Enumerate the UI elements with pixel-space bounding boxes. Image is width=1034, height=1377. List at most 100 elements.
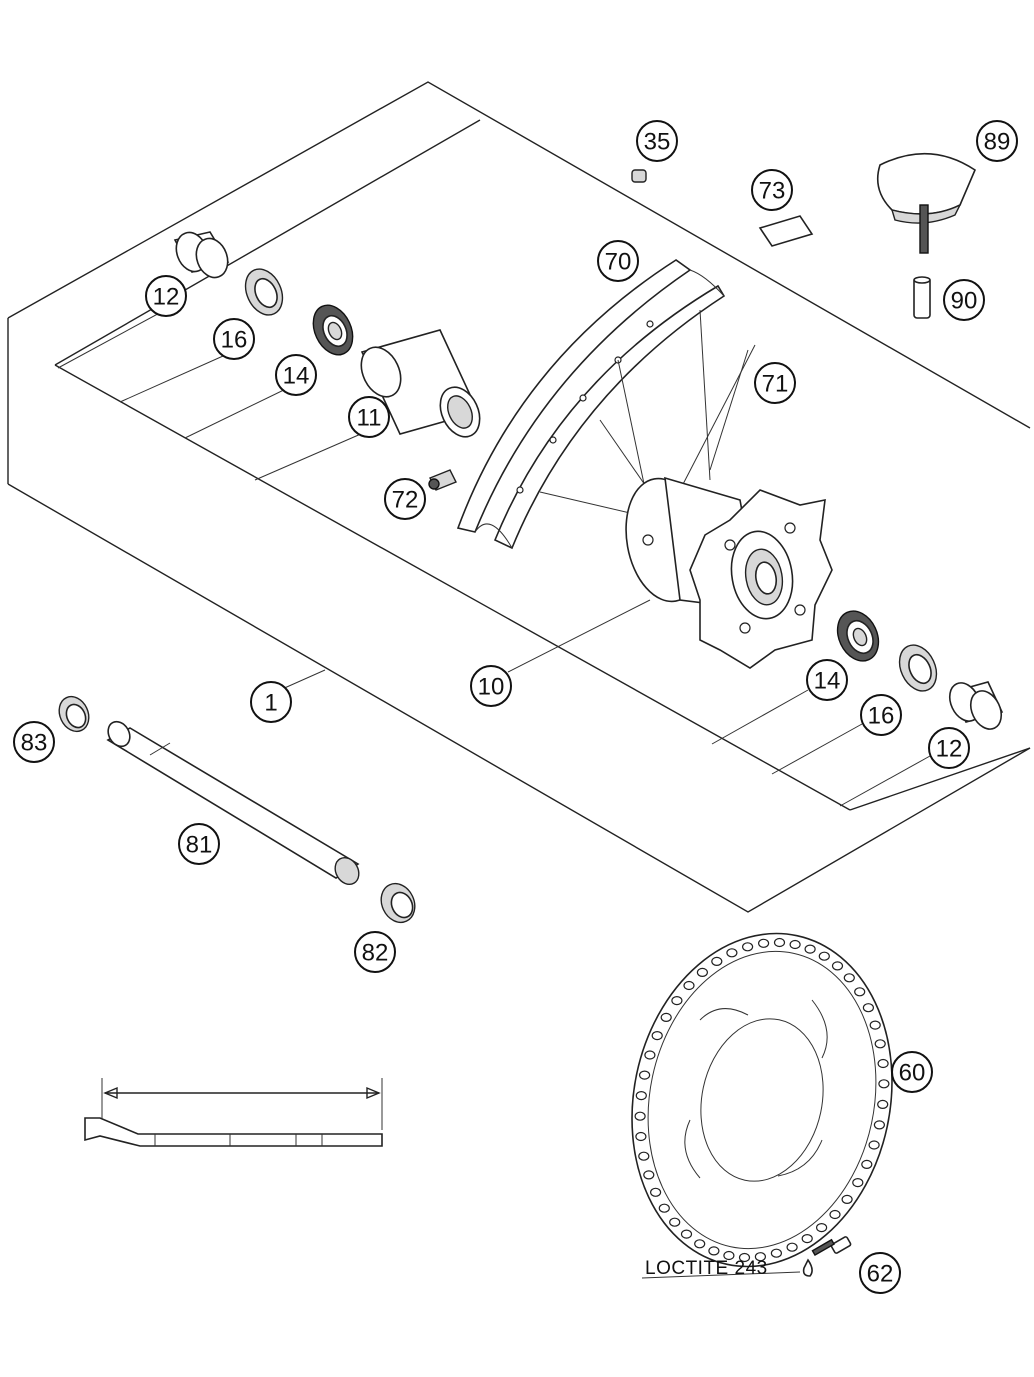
threadlocker-label: LOCTITE 243	[645, 1258, 768, 1279]
callout-circle	[636, 120, 678, 162]
callout-circle	[470, 665, 512, 707]
callout-number: 35	[644, 129, 671, 156]
callout-circle	[178, 823, 220, 865]
disc-hole	[634, 1111, 646, 1121]
callout-11: 11	[348, 396, 390, 438]
callout-circle	[13, 721, 55, 763]
callout-72: 72	[384, 478, 426, 520]
callout-circle	[348, 396, 390, 438]
rim-70	[456, 259, 726, 550]
callout-circle	[597, 240, 639, 282]
callout-circle	[891, 1051, 933, 1093]
disc-hole	[757, 938, 770, 948]
disc-hole	[671, 995, 683, 1006]
disc-hole	[680, 1229, 693, 1239]
callout-73: 73	[751, 169, 793, 211]
disc-hole	[658, 1203, 670, 1213]
threadlocker-drop	[802, 1258, 813, 1277]
rim-lock-89	[876, 152, 976, 254]
callout-circle	[754, 362, 796, 404]
callout-number: 89	[984, 129, 1011, 156]
disc-hole	[874, 1039, 886, 1049]
disc-hole	[868, 1140, 880, 1150]
seal-16-right	[898, 644, 938, 692]
callout-71: 71	[754, 362, 796, 404]
callout-16: 16	[213, 318, 255, 360]
callout-number: 12	[153, 284, 180, 311]
disc-hole	[669, 1217, 681, 1227]
disc-hole	[635, 1090, 647, 1101]
disc-hole	[873, 1120, 886, 1130]
disc-hole	[738, 1252, 751, 1263]
callout-35: 35	[636, 120, 678, 162]
callout-circle	[384, 478, 426, 520]
callout-number: 16	[221, 327, 248, 354]
callout-number: 62	[867, 1261, 894, 1288]
callout-number: 83	[21, 730, 48, 757]
callout-number: 60	[899, 1060, 926, 1087]
callout-62: 62	[859, 1252, 901, 1294]
callout-circle	[250, 681, 292, 723]
disc-bolt-62	[811, 1236, 852, 1257]
callout-number: 70	[605, 249, 632, 276]
callout-81: 81	[178, 823, 220, 865]
disc-hole	[638, 1151, 650, 1161]
disc-hole	[862, 1003, 875, 1013]
callout-1: 1	[250, 681, 292, 723]
disc-hole	[723, 1250, 735, 1261]
threadlocker-note: LOCTITE 243	[645, 1258, 768, 1279]
callout-circle	[943, 279, 985, 321]
disc-hole	[635, 1131, 647, 1142]
disc-hole	[841, 1194, 853, 1205]
disc-hole	[854, 987, 866, 997]
sticker-73	[758, 215, 814, 247]
assembly-box-outline	[7, 81, 1031, 913]
disc-hole	[773, 937, 786, 948]
disc-hole	[878, 1079, 890, 1089]
callout-83: 83	[13, 721, 55, 763]
callout-number: 16	[868, 703, 895, 730]
disc-hole	[741, 942, 754, 952]
disc-hole	[694, 1239, 706, 1249]
axle-dimension-figure	[84, 1078, 383, 1147]
callout-circle	[976, 120, 1018, 162]
callout-number: 12	[936, 736, 963, 763]
bearing-14-right	[836, 610, 880, 662]
callout-circle	[145, 275, 187, 317]
spoke-nipple-72	[428, 469, 457, 491]
disc-hole	[801, 1233, 813, 1244]
callout-number: 81	[186, 832, 213, 859]
valve-cap-35	[631, 169, 647, 183]
disc-hole	[683, 980, 695, 991]
callout-10: 10	[470, 665, 512, 707]
callout-circle	[806, 659, 848, 701]
callout-circle	[928, 727, 970, 769]
brake-disc-60	[631, 932, 893, 1268]
disc-hole	[815, 1222, 828, 1233]
callout-number: 1	[264, 690, 277, 717]
disc-hole	[804, 944, 816, 954]
disc-hole	[643, 1170, 655, 1180]
callout-circle	[354, 931, 396, 973]
disc-hole	[696, 967, 709, 978]
axle-nut-82	[380, 882, 416, 924]
disc-hole	[869, 1020, 881, 1030]
callout-14: 14	[275, 354, 317, 396]
disc-hole	[726, 948, 738, 958]
callout-circle	[275, 354, 317, 396]
callout-14: 14	[806, 659, 848, 701]
disc-hole	[786, 1242, 798, 1252]
seal-16-left	[244, 268, 284, 316]
callout-number: 72	[392, 487, 419, 514]
callout-number: 14	[283, 363, 310, 390]
callout-circle	[860, 694, 902, 736]
bearing-14-left	[312, 304, 354, 356]
callout-82: 82	[354, 931, 396, 973]
axle-81	[106, 720, 360, 886]
callout-number: 71	[762, 371, 789, 398]
disc-hole	[852, 1177, 864, 1188]
callout-number: 10	[478, 674, 505, 701]
